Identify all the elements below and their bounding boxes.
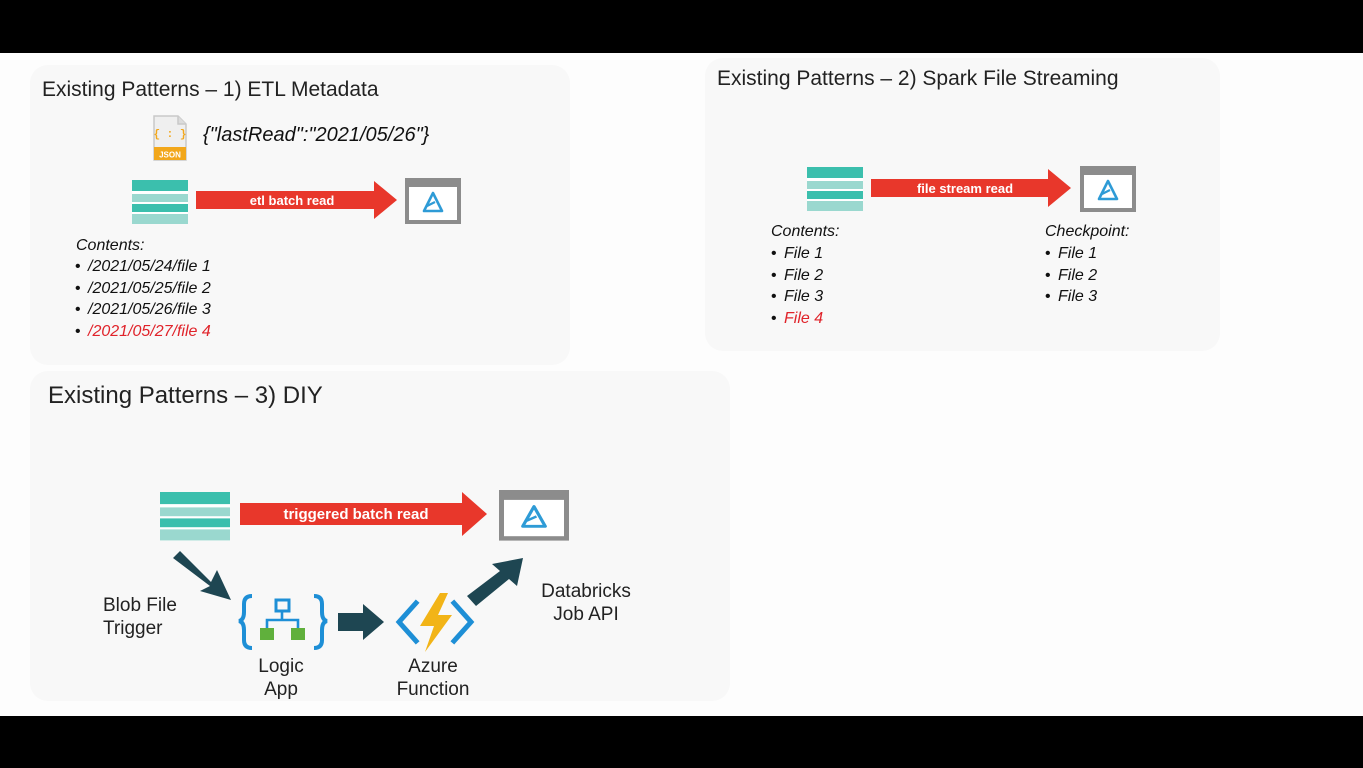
pattern-1-title: Existing Patterns – 1) ETL Metadata [42,78,379,101]
pattern-1-file-list: /2021/05/24/file 1/2021/05/25/file 2/202… [75,256,211,342]
contents-list-item: File 4 [771,308,823,330]
logic-app-label: Logic App [258,656,304,700]
letterbox-bottom [0,716,1363,768]
letterbox-top [0,0,1363,53]
pattern-2-checkpoint-label: Checkpoint: [1045,223,1130,240]
slide [0,53,1363,716]
file-stream-read-label: file stream read [917,181,1013,196]
blob-storage-icon [807,167,863,211]
pattern-2-title: Existing Patterns – 2) Spark File Stream… [717,67,1119,90]
azure-function-label: Azure Function [396,656,470,700]
databricks-icon [1078,164,1138,214]
logic-app-icon [238,594,328,650]
contents-list-item: File 3 [771,286,823,308]
blob-to-logic-app-arrow [173,551,231,600]
pattern-1-contents-label: Contents: [76,237,145,254]
logic-app-to-function-arrow [338,604,384,640]
etl-batch-read-arrow: etl batch read [196,181,397,219]
databricks-icon [403,176,463,226]
contents-list-item: File 1 [771,243,823,265]
json-metadata-text: {"lastRead":"2021/05/26"} [203,124,430,146]
file-list-item: /2021/05/24/file 1 [75,256,211,278]
file-list-item: /2021/05/26/file 3 [75,299,211,321]
triggered-batch-read-label: triggered batch read [283,506,428,523]
json-icon-label: JSON [159,151,181,160]
file-list-item: /2021/05/25/file 2 [75,278,211,300]
pattern-2-contents-list: File 1File 2File 3File 4 [771,243,823,329]
databricks-icon [497,488,571,543]
pattern-3-title: Existing Patterns – 3) DIY [48,382,323,409]
file-list-item: /2021/05/27/file 4 [75,321,211,343]
etl-batch-read-label: etl batch read [250,193,335,208]
checkpoint-list-item: File 1 [1045,243,1097,265]
pattern-2-contents-label: Contents: [771,223,840,240]
databricks-job-api-label: Databricks Job API [541,581,631,625]
json-icon-symbol: { : } [153,129,186,141]
function-to-databricks-arrow [467,558,523,606]
blob-trigger-label: Blob File Trigger [103,595,177,639]
blob-storage-icon [160,492,230,541]
triggered-batch-read-arrow: triggered batch read [240,492,487,536]
panel-pattern-3 [30,371,730,701]
checkpoint-list-item: File 2 [1045,265,1097,287]
contents-list-item: File 2 [771,265,823,287]
checkpoint-list-item: File 3 [1045,286,1097,308]
pattern-2-checkpoint-list: File 1File 2File 3 [1045,243,1097,308]
blob-storage-icon [132,180,188,224]
azure-function-icon [395,593,475,652]
json-file-icon: { : } JSON [152,114,188,162]
file-stream-read-arrow: file stream read [871,169,1071,207]
